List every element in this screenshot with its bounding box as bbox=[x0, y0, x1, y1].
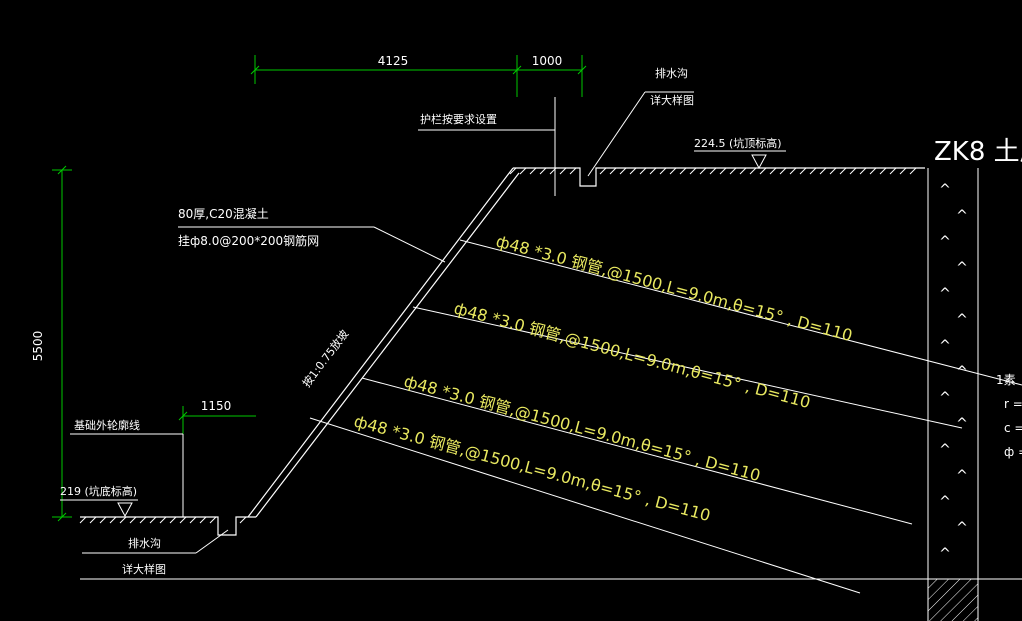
dim-4125: 4125 bbox=[378, 54, 409, 68]
top-elevation: 224.5 (坑顶标高) bbox=[694, 136, 782, 150]
drain-top-label: 排水沟 bbox=[655, 66, 688, 80]
nail-label-3: ф48 *3.0 钢管,@1500,L=9.0m,θ=15° , D=110 bbox=[402, 372, 762, 486]
bottom-elevation: 219 (坑底标高) bbox=[60, 484, 137, 498]
slope-face bbox=[247, 167, 520, 518]
guardrail-label: 护栏按要求设置 bbox=[420, 112, 497, 126]
nail-text-3: ф48 *3.0 钢管,@1500,L=9.0m,θ=15° , D=110 bbox=[402, 372, 762, 486]
svg-text:^: ^ bbox=[939, 390, 951, 406]
dimension-height bbox=[52, 165, 72, 522]
page-title: ZK8 土层 bbox=[934, 137, 1022, 167]
soil-nails bbox=[309, 239, 1022, 594]
drain-bottom-label: 排水沟 bbox=[128, 536, 161, 550]
dim-1150: 1150 bbox=[201, 399, 232, 413]
dimension-top bbox=[250, 55, 587, 97]
nail-text-4: ф48 *3.0 钢管,@1500,L=9.0m,θ=15° , D=110 bbox=[352, 412, 712, 526]
foundation-label: 基础外轮廓线 bbox=[74, 418, 140, 432]
svg-text:^: ^ bbox=[956, 416, 968, 432]
drain-bottom-detail: 详大样图 bbox=[122, 562, 166, 576]
ground-top bbox=[509, 167, 925, 187]
svg-text:^: ^ bbox=[939, 546, 951, 562]
svg-text:^: ^ bbox=[956, 520, 968, 536]
soil-layer-label: 1素 bbox=[996, 373, 1016, 387]
leaders bbox=[60, 91, 786, 554]
svg-text:^: ^ bbox=[939, 286, 951, 302]
boring-column: ^ ^ ^ ^ ^ ^ ^ ^ ^ ^ ^ ^ ^ ^ ^ bbox=[927, 168, 979, 621]
ground-bottom bbox=[79, 516, 1022, 580]
drain-top-detail: 详大样图 bbox=[650, 93, 694, 107]
concrete-label: 80厚,C20混凝土 bbox=[178, 206, 269, 221]
nail-label-4: ф48 *3.0 钢管,@1500,L=9.0m,θ=15° , D=110 bbox=[352, 412, 712, 526]
svg-text:^: ^ bbox=[956, 364, 968, 380]
svg-text:^: ^ bbox=[939, 338, 951, 354]
soil-c: c = bbox=[1004, 421, 1022, 435]
svg-text:^: ^ bbox=[956, 208, 968, 224]
svg-text:^: ^ bbox=[956, 260, 968, 276]
dim-1000: 1000 bbox=[532, 54, 563, 68]
soil-phi: ф = bbox=[1004, 445, 1022, 459]
mesh-label: 挂ф8.0@200*200钢筋网 bbox=[178, 233, 319, 248]
svg-text:^: ^ bbox=[939, 234, 951, 250]
svg-text:^: ^ bbox=[956, 468, 968, 484]
soil-r: r = bbox=[1004, 397, 1022, 411]
slope-ratio: 按1:0.75放坡 bbox=[299, 327, 351, 390]
svg-text:^: ^ bbox=[939, 442, 951, 458]
svg-text:^: ^ bbox=[939, 182, 951, 198]
svg-text:^: ^ bbox=[939, 494, 951, 510]
dim-5500: 5500 bbox=[31, 331, 45, 362]
svg-text:^: ^ bbox=[956, 312, 968, 328]
